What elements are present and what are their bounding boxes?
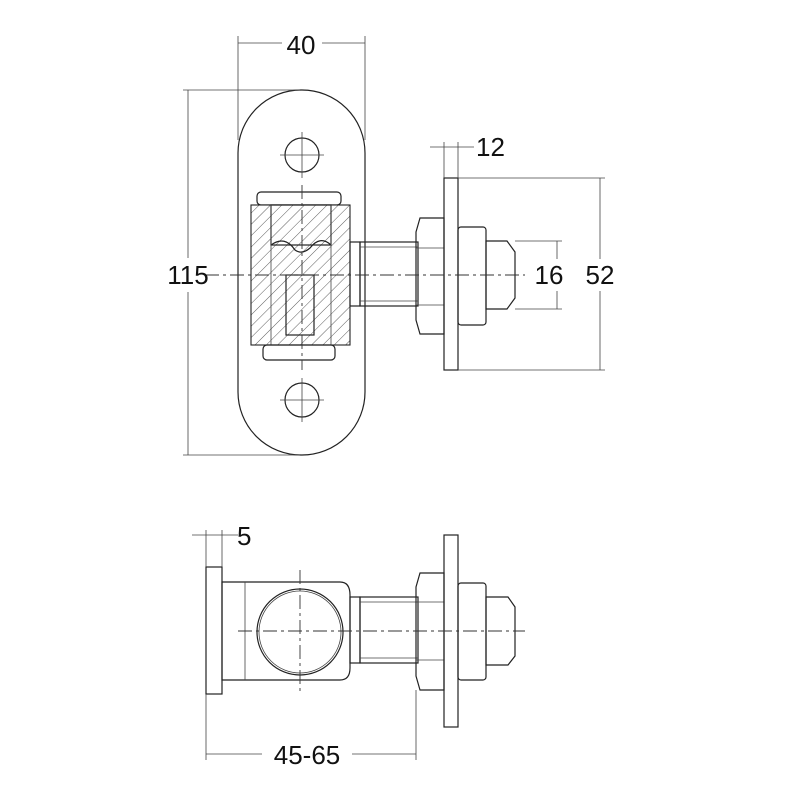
dimension-washer-height: 52 bbox=[458, 177, 615, 371]
dimension-plate-thickness: 12 bbox=[430, 132, 505, 178]
lower-screw-hole bbox=[280, 378, 324, 422]
side-threaded-bolt bbox=[359, 596, 419, 664]
hinge-body bbox=[221, 581, 351, 681]
flange bbox=[205, 566, 223, 695]
bolt-end bbox=[485, 240, 516, 310]
outer-nut bbox=[457, 226, 487, 326]
side-bolt-end bbox=[485, 596, 516, 666]
side-outer-nut bbox=[457, 582, 487, 681]
dimension-thread-diameter: 16 bbox=[515, 240, 564, 310]
dimension-label-width: 40 bbox=[287, 30, 316, 60]
dimension-label-washer-height: 52 bbox=[586, 260, 615, 290]
mounting-plate bbox=[237, 89, 366, 456]
dimension-flange-thickness: 5 bbox=[192, 521, 251, 567]
dimension-label-thread-diameter: 16 bbox=[535, 260, 564, 290]
dimension-label-flange-thickness: 5 bbox=[237, 521, 251, 551]
dimension-label-height: 115 bbox=[167, 260, 208, 290]
dimension-width: 40 bbox=[237, 30, 366, 140]
dimension-label-adjustment-range: 45-65 bbox=[274, 740, 341, 770]
hinge-housing-section bbox=[250, 191, 351, 361]
hex-nut bbox=[415, 217, 445, 335]
washer-plate bbox=[443, 177, 459, 371]
dimension-height: 115 bbox=[167, 89, 300, 456]
dimension-label-plate-thickness: 12 bbox=[476, 132, 505, 162]
front-view bbox=[205, 89, 525, 456]
threaded-bolt bbox=[349, 241, 419, 307]
upper-screw-hole bbox=[280, 132, 324, 178]
side-view bbox=[205, 534, 525, 728]
side-hex-nut bbox=[415, 572, 445, 691]
dimension-adjustment-range: 45-65 bbox=[205, 690, 417, 770]
